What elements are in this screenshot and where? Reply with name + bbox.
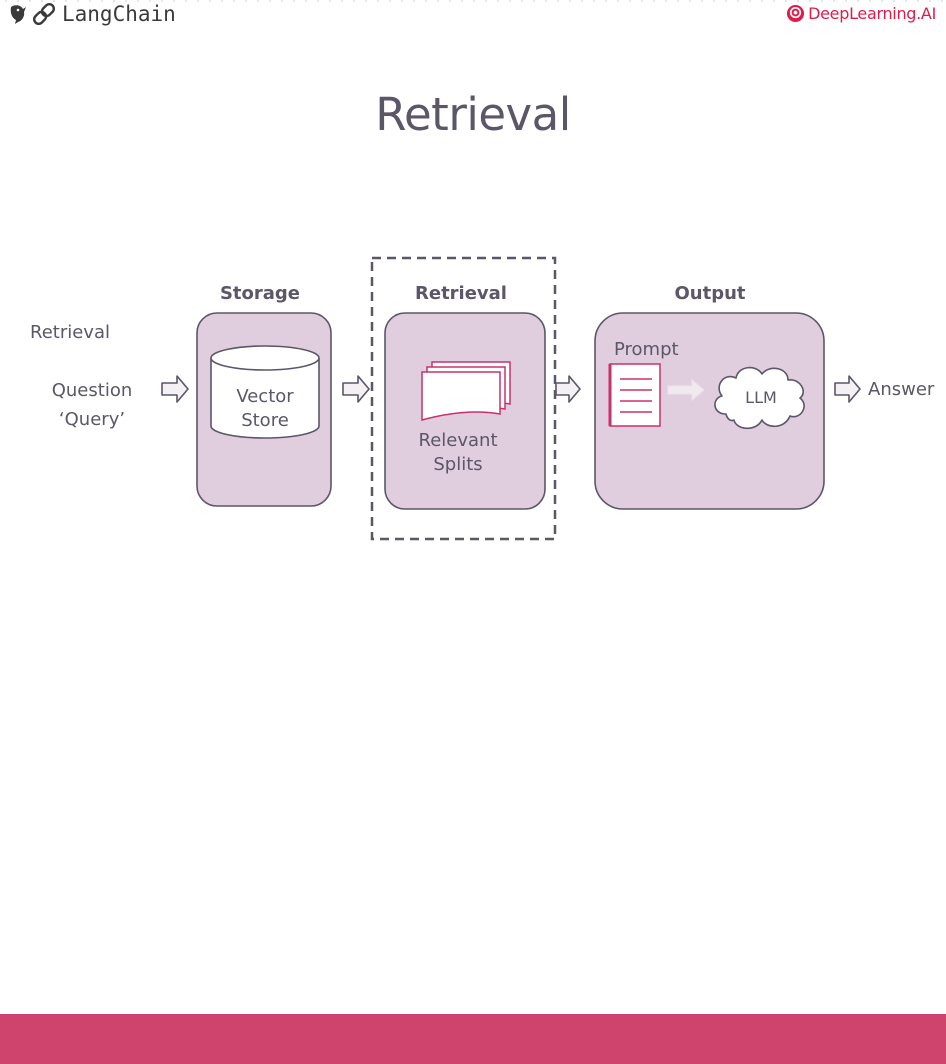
vector-store-label-line2: Store — [241, 410, 289, 431]
arrow-right-icon — [342, 375, 370, 403]
output-heading: Output — [674, 283, 745, 304]
retrieval-diagram: Retrieval Question ‘Query’ Storage Vecto… — [30, 256, 935, 541]
vector-store-database-icon — [210, 345, 320, 439]
arrow-right-icon — [161, 375, 189, 403]
retrieval-dashed-frame — [370, 256, 557, 541]
question-label: Question — [52, 380, 133, 401]
vector-store-label-line1: Vector — [236, 386, 294, 407]
relevant-splits-label-line1: Relevant — [419, 430, 498, 451]
langchain-logo-icon — [10, 2, 56, 26]
langchain-logo: LangChain — [8, 0, 176, 28]
document-stack-icon — [421, 361, 511, 421]
page-title: Retrieval — [375, 88, 571, 141]
storage-heading: Storage — [220, 283, 300, 304]
query-label: ‘Query’ — [59, 409, 125, 430]
top-dotted-border — [0, 0, 946, 2]
prompt-label: Prompt — [614, 339, 679, 360]
prompt-document-icon — [608, 363, 661, 427]
arrow-right-icon — [555, 375, 581, 403]
relevant-splits-label-line2: Splits — [433, 454, 482, 475]
llm-cloud-icon — [714, 366, 805, 430]
answer-label: Answer — [868, 379, 935, 400]
retrieval-heading: Retrieval — [415, 283, 507, 304]
faded-arrow-icon — [667, 378, 705, 402]
deeplearning-logo-icon — [787, 4, 805, 22]
deeplearning-wordmark: DeepLearning.AI — [808, 3, 936, 23]
langchain-wordmark: LangChain — [62, 2, 176, 26]
deeplearning-logo: DeepLearning.AI — [786, 0, 936, 26]
output-box — [594, 312, 825, 510]
side-label: Retrieval — [30, 322, 110, 343]
llm-label: LLM — [745, 388, 777, 407]
footer-bar — [0, 1014, 946, 1064]
arrow-right-icon — [834, 375, 861, 403]
